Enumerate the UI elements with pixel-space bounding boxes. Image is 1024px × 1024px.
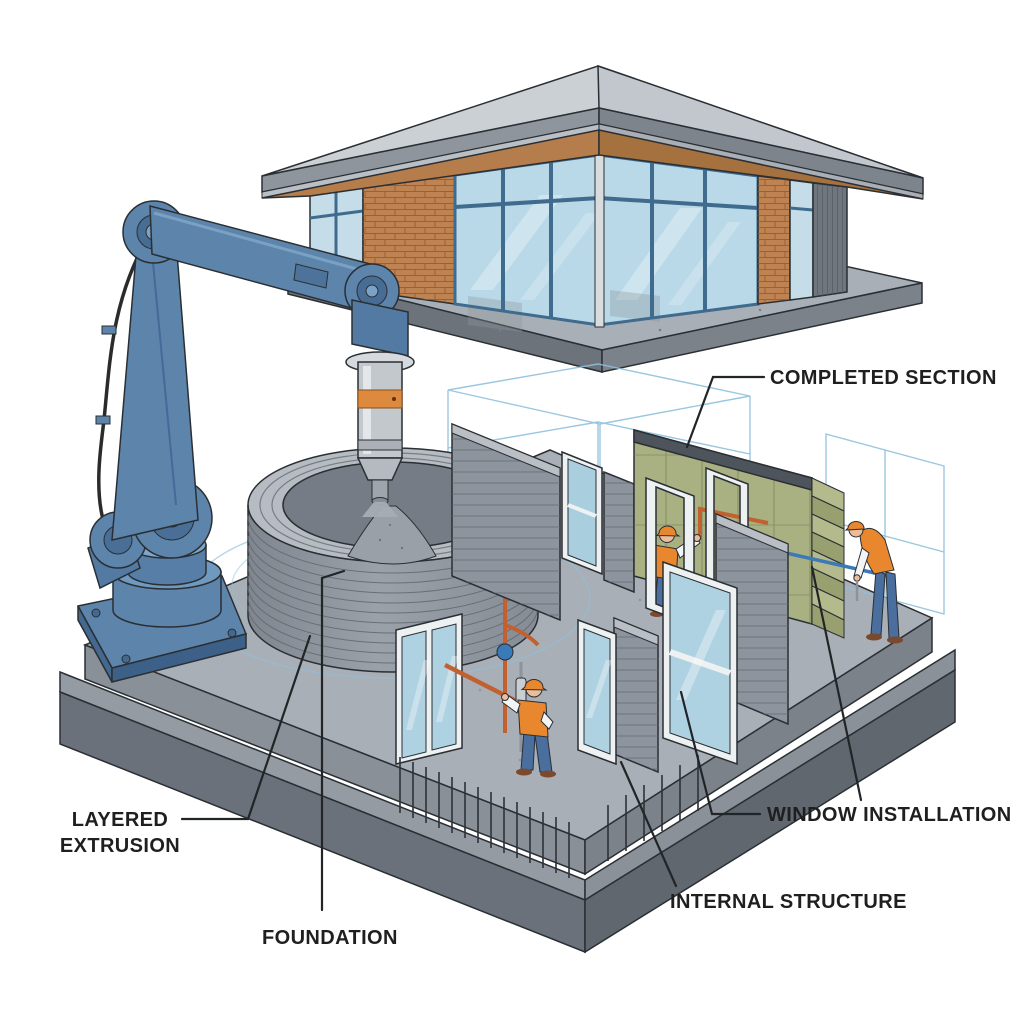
label-layered-extrusion-line1: LAYERED [72,809,169,831]
callout-leaders [180,375,863,912]
label-foundation: FOUNDATION [262,927,398,949]
leader-window-installation-2 [810,565,863,802]
front-walls-and-windows [395,512,789,774]
label-window-installation: WINDOW INSTALLATION [767,804,1012,826]
leader-layered-extrusion [180,634,312,821]
house-right-window [789,179,814,301]
cylinder-wall [247,504,539,673]
house-right-wall [597,153,848,327]
leader-window-installation [679,690,762,816]
extruder-assembly [345,351,415,517]
house-soffit-right [598,129,924,200]
rebar-dowels [399,755,699,878]
label-internal-structure: INTERNAL STRUCTURE [670,891,907,913]
leader-completed-section [685,375,766,449]
hard-hat [520,679,548,691]
leaning-window-double [395,613,463,765]
pipe-fitting [496,643,514,661]
house-roof [261,64,924,200]
leader-foundation [320,569,346,912]
foundation-base-right [584,668,956,954]
leader-internal-structure [619,760,678,888]
leaning-window-single [577,618,617,766]
leaning-window-large [662,560,738,766]
extruder-nozzle [356,457,404,481]
platform-side-right [584,616,933,876]
worker-front [443,662,556,778]
fresh-concrete-mound [347,505,437,565]
hard-hat [655,525,681,537]
extruder-band [357,389,403,409]
wall-end-blocks [811,477,845,639]
hard-hat [844,521,865,531]
worker-bent-right [844,521,903,644]
printed-back-wall [451,422,635,622]
concrete-stream [362,502,398,517]
safety-vest [859,527,895,575]
label-layered-extrusion-line2: EXTRUSION [60,835,180,857]
label-completed-section: COMPLETED SECTION [770,367,997,389]
house-corner-post [594,152,605,328]
callout-labels: COMPLETED SECTION LAYERED EXTRUSION FOUN… [60,367,1012,949]
robotic-extrusion-arm [76,200,415,683]
safety-vest [517,699,549,738]
